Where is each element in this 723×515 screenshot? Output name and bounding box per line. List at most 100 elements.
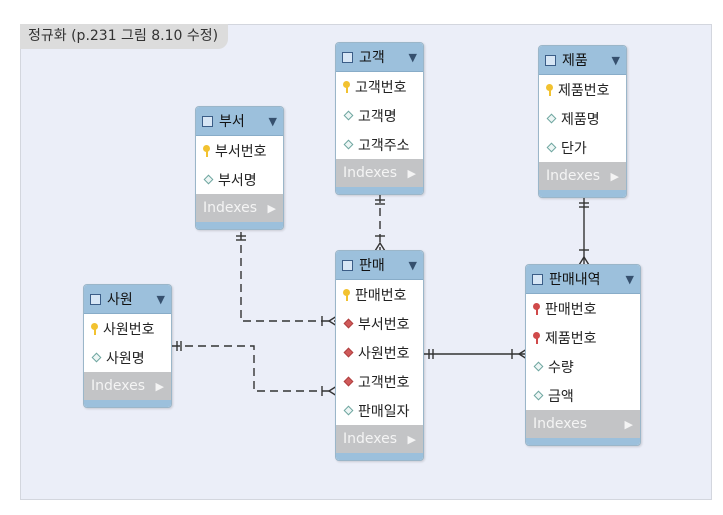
table-name: 판매 bbox=[359, 258, 385, 274]
expand-arrow-icon[interactable]: ▶ bbox=[407, 166, 416, 180]
table-footer bbox=[84, 400, 171, 407]
column-name: 제품번호 bbox=[558, 82, 610, 99]
column-diamond-icon bbox=[533, 361, 544, 372]
column-diamond-icon bbox=[546, 113, 557, 124]
dropdown-arrow-icon[interactable]: ▼ bbox=[625, 272, 634, 286]
table-employee[interactable]: 사원 ▼ 사원번호 사원명 Indexes▶ bbox=[83, 284, 172, 408]
column-row[interactable]: 제품번호 bbox=[526, 323, 640, 352]
table-sales[interactable]: 판매 ▼ 판매번호 부서번호 사원번호 고객번호 판매일자 Indexes ▶ bbox=[335, 250, 424, 461]
column-row[interactable]: 고객번호 bbox=[336, 367, 423, 396]
foreign-key-diamond-icon bbox=[343, 318, 354, 329]
table-name: 사원 bbox=[107, 292, 133, 308]
table-header[interactable]: 판매내역 ▼ bbox=[526, 265, 640, 294]
column-name: 고객번호 bbox=[355, 79, 407, 96]
primary-key-icon bbox=[342, 80, 351, 94]
table-icon bbox=[90, 293, 101, 305]
column-name: 판매일자 bbox=[358, 403, 410, 420]
diagram-caption: 정규화 (p.231 그림 8.10 수정) bbox=[20, 24, 229, 49]
foreign-key-diamond-icon bbox=[343, 376, 354, 387]
column-row[interactable]: 제품명 bbox=[539, 104, 626, 133]
column-row[interactable]: 부서명 bbox=[196, 165, 283, 194]
table-footer bbox=[336, 187, 423, 194]
column-name: 사원번호 bbox=[358, 345, 410, 362]
table-name: 고객 bbox=[359, 50, 385, 66]
column-row[interactable]: 고객번호 bbox=[336, 72, 423, 101]
column-name: 부서번호 bbox=[215, 143, 267, 160]
table-header[interactable]: 고객 ▼ bbox=[336, 43, 423, 72]
column-row[interactable]: 금액 bbox=[526, 381, 640, 410]
column-name: 단가 bbox=[561, 140, 587, 157]
table-name: 부서 bbox=[219, 114, 245, 130]
column-row[interactable]: 판매일자 bbox=[336, 396, 423, 425]
column-name: 제품명 bbox=[561, 111, 600, 128]
table-icon bbox=[342, 259, 353, 271]
dropdown-arrow-icon[interactable]: ▼ bbox=[156, 292, 165, 306]
column-name: 판매번호 bbox=[355, 287, 407, 304]
indexes-section[interactable]: Indexes▶ bbox=[84, 372, 171, 400]
table-header[interactable]: 부서 ▼ bbox=[196, 107, 283, 136]
expand-arrow-icon[interactable]: ▶ bbox=[624, 417, 633, 431]
table-footer bbox=[539, 190, 626, 197]
column-row[interactable]: 사원명 bbox=[84, 343, 171, 372]
column-row[interactable]: 판매번호 bbox=[526, 294, 640, 323]
indexes-label: Indexes bbox=[203, 200, 258, 216]
foreign-key-diamond-icon bbox=[343, 347, 354, 358]
dropdown-arrow-icon[interactable]: ▼ bbox=[408, 258, 417, 272]
dropdown-arrow-icon[interactable]: ▼ bbox=[611, 53, 620, 67]
indexes-section[interactable]: Indexes▶ bbox=[526, 410, 640, 438]
table-header[interactable]: 사원 ▼ bbox=[84, 285, 171, 314]
column-row[interactable]: 단가 bbox=[539, 133, 626, 162]
column-name: 고객번호 bbox=[358, 374, 410, 391]
table-department[interactable]: 부서 ▼ 부서번호 부서명 Indexes ▶ bbox=[195, 106, 284, 230]
primary-key-icon bbox=[545, 83, 554, 97]
table-sales-detail[interactable]: 판매내역 ▼ 판매번호 제품번호 수량 금액 Indexes▶ bbox=[525, 264, 641, 446]
column-diamond-icon bbox=[203, 174, 214, 185]
indexes-section[interactable]: Indexes ▶ bbox=[196, 194, 283, 222]
column-row[interactable]: 부서번호 bbox=[196, 136, 283, 165]
column-name: 금액 bbox=[548, 388, 574, 405]
rel-employee-sales bbox=[172, 345, 337, 392]
dropdown-arrow-icon[interactable]: ▼ bbox=[408, 50, 417, 64]
expand-arrow-icon[interactable]: ▶ bbox=[407, 432, 416, 446]
expand-arrow-icon[interactable]: ▶ bbox=[610, 169, 619, 183]
primary-key-icon bbox=[342, 288, 351, 302]
column-row[interactable]: 고객명 bbox=[336, 101, 423, 130]
rel-dept-sales bbox=[240, 232, 337, 322]
indexes-label: Indexes bbox=[546, 168, 601, 184]
primary-foreign-key-icon bbox=[532, 331, 541, 345]
column-name: 사원번호 bbox=[103, 321, 155, 338]
column-name: 고객주소 bbox=[358, 137, 410, 154]
column-diamond-icon bbox=[91, 352, 102, 363]
column-row[interactable]: 수량 bbox=[526, 352, 640, 381]
column-diamond-icon bbox=[343, 405, 354, 416]
table-product[interactable]: 제품 ▼ 제품번호 제품명 단가 Indexes ▶ bbox=[538, 45, 627, 198]
column-diamond-icon bbox=[533, 390, 544, 401]
column-row[interactable]: 제품번호 bbox=[539, 75, 626, 104]
indexes-section[interactable]: Indexes ▶ bbox=[336, 425, 423, 453]
expand-arrow-icon[interactable]: ▶ bbox=[267, 201, 276, 215]
table-header[interactable]: 제품 ▼ bbox=[539, 46, 626, 75]
indexes-section[interactable]: Indexes ▶ bbox=[336, 159, 423, 187]
indexes-label: Indexes bbox=[343, 165, 398, 181]
column-row[interactable]: 부서번호 bbox=[336, 309, 423, 338]
column-name: 고객명 bbox=[358, 108, 397, 125]
column-row[interactable]: 사원번호 bbox=[336, 338, 423, 367]
table-customer[interactable]: 고객 ▼ 고객번호 고객명 고객주소 Indexes ▶ bbox=[335, 42, 424, 195]
column-name: 부서번호 bbox=[358, 316, 410, 333]
indexes-section[interactable]: Indexes ▶ bbox=[539, 162, 626, 190]
table-footer bbox=[526, 438, 640, 445]
column-row[interactable]: 사원번호 bbox=[84, 314, 171, 343]
table-icon bbox=[202, 115, 213, 127]
column-row[interactable]: 판매번호 bbox=[336, 280, 423, 309]
table-footer bbox=[196, 222, 283, 229]
table-icon bbox=[342, 51, 353, 63]
column-name: 부서명 bbox=[218, 172, 257, 189]
column-row[interactable]: 고객주소 bbox=[336, 130, 423, 159]
dropdown-arrow-icon[interactable]: ▼ bbox=[268, 114, 277, 128]
column-name: 사원명 bbox=[106, 350, 145, 367]
indexes-label: Indexes bbox=[343, 431, 398, 447]
table-header[interactable]: 판매 ▼ bbox=[336, 251, 423, 280]
expand-arrow-icon[interactable]: ▶ bbox=[155, 379, 164, 393]
primary-key-icon bbox=[202, 144, 211, 158]
